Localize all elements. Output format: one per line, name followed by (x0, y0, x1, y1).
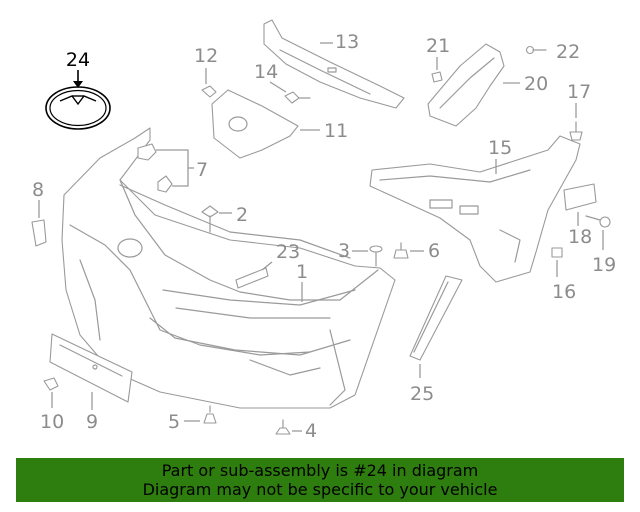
reflector-part-25[interactable] (409, 275, 463, 361)
callout-14: 14 (254, 61, 278, 83)
clip-part-17[interactable] (569, 121, 583, 141)
clip-part-16[interactable] (551, 247, 563, 258)
callout-15: 15 (488, 137, 512, 159)
license-bracket-part-9[interactable] (49, 333, 133, 403)
callout-9: 9 (86, 411, 98, 433)
absorber-part-13[interactable] (263, 19, 405, 109)
callout-21: 21 (426, 35, 450, 57)
callout-12: 12 (194, 45, 218, 67)
callout-20: 20 (524, 73, 548, 95)
clip-part-4[interactable] (275, 419, 291, 435)
callout-23: 23 (276, 241, 300, 263)
nut-part-21[interactable] (431, 71, 443, 83)
retainer-part-7[interactable] (137, 143, 173, 193)
clip-part-6[interactable] (393, 242, 409, 259)
bolt-part-12[interactable] (201, 85, 217, 98)
callout-4: 4 (305, 420, 317, 442)
callout-22: 22 (556, 41, 580, 63)
callout-3: 3 (338, 240, 350, 262)
support-part-15[interactable] (369, 135, 581, 283)
banner-line-2: Diagram may not be specific to your vehi… (142, 480, 498, 499)
seal-part-23[interactable] (235, 267, 269, 289)
callout-17: 17 (567, 81, 591, 103)
callout-8: 8 (32, 179, 44, 201)
callout-10: 10 (40, 411, 64, 433)
clip-part-10[interactable] (43, 377, 59, 391)
emblem-part-24[interactable] (45, 70, 111, 130)
bezel-part-11[interactable] (211, 89, 299, 159)
callout-7: 7 (196, 159, 208, 181)
bracket-part-8[interactable] (31, 219, 47, 247)
callout-25: 25 (410, 383, 434, 405)
part-notice-banner: Part or sub-assembly is #24 in diagram D… (16, 458, 624, 502)
callout-18: 18 (568, 226, 592, 248)
bracket-part-18[interactable] (563, 183, 597, 211)
bracket-part-20[interactable] (427, 43, 505, 127)
callout-1: 1 (296, 261, 308, 283)
screw-part-3[interactable] (369, 245, 383, 267)
screw-part-22[interactable] (525, 45, 547, 55)
parts-diagram: 24 1 2 3 4 5 (31, 19, 616, 442)
bolt-part-19[interactable] (585, 215, 611, 228)
bolt-part-2[interactable] (201, 205, 219, 233)
callout-16: 16 (552, 281, 576, 303)
bumper-cover-part-1[interactable] (61, 127, 396, 409)
banner-line-1: Part or sub-assembly is #24 in diagram (161, 461, 479, 480)
callout-2: 2 (236, 204, 248, 226)
callout-13: 13 (335, 31, 359, 53)
callout-11: 11 (324, 120, 348, 142)
callout-6: 6 (428, 240, 440, 262)
clip-part-5[interactable] (203, 405, 217, 424)
callout-24: 24 (66, 49, 90, 71)
callout-5: 5 (168, 411, 180, 433)
callout-19: 19 (592, 254, 616, 276)
bolt-part-14[interactable] (284, 91, 311, 104)
